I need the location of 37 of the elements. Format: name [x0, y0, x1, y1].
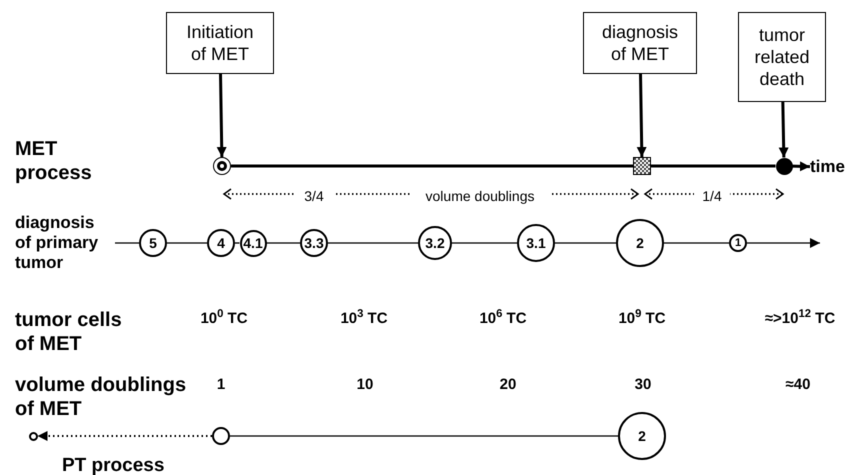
value-label: 30	[634, 375, 652, 395]
arrow	[792, 161, 810, 172]
event-box: diagnosis of MET	[583, 12, 697, 74]
value-label: 10$^{9}$ TC	[617, 308, 667, 329]
timeline-line	[231, 164, 633, 168]
event-box: Initiation of MET	[166, 12, 274, 74]
value-label: 10$^{3}$ TC	[339, 308, 389, 329]
value-label: 20	[498, 375, 518, 395]
value-label: 10$^{0}$ TC	[199, 308, 249, 329]
checkered-marker	[633, 157, 651, 175]
timeline-line	[230, 435, 618, 437]
value-label: ≈>10$^{12}$ TC	[764, 308, 836, 329]
timeline-line	[555, 242, 616, 244]
value-label: 1	[216, 375, 226, 395]
arrow	[38, 431, 212, 441]
arrow	[778, 102, 789, 158]
timeline-line	[167, 242, 207, 244]
timeline-line	[664, 242, 729, 244]
timeline-line	[651, 164, 776, 168]
start-marker	[213, 157, 231, 175]
timeline-line	[115, 242, 139, 244]
row-label: volume doublings of MET	[15, 373, 188, 421]
arrow	[636, 74, 647, 158]
event-box: tumor related death	[738, 12, 826, 102]
row-label: diagnosis of primary tumor	[15, 212, 115, 274]
timeline-line	[452, 242, 517, 244]
arrow	[747, 238, 820, 248]
value-label: 10$^{6}$ TC	[478, 308, 528, 329]
value-label: ≈40	[784, 375, 812, 395]
timeline-line	[328, 242, 418, 244]
row-label: MET process	[15, 137, 93, 185]
row-label: tumor cells of MET	[15, 308, 123, 356]
row-label: PT process	[62, 454, 166, 475]
timeline-line	[266, 242, 300, 244]
axis-label: time	[810, 157, 850, 177]
arrow	[216, 74, 227, 158]
value-label: 10	[356, 375, 374, 395]
